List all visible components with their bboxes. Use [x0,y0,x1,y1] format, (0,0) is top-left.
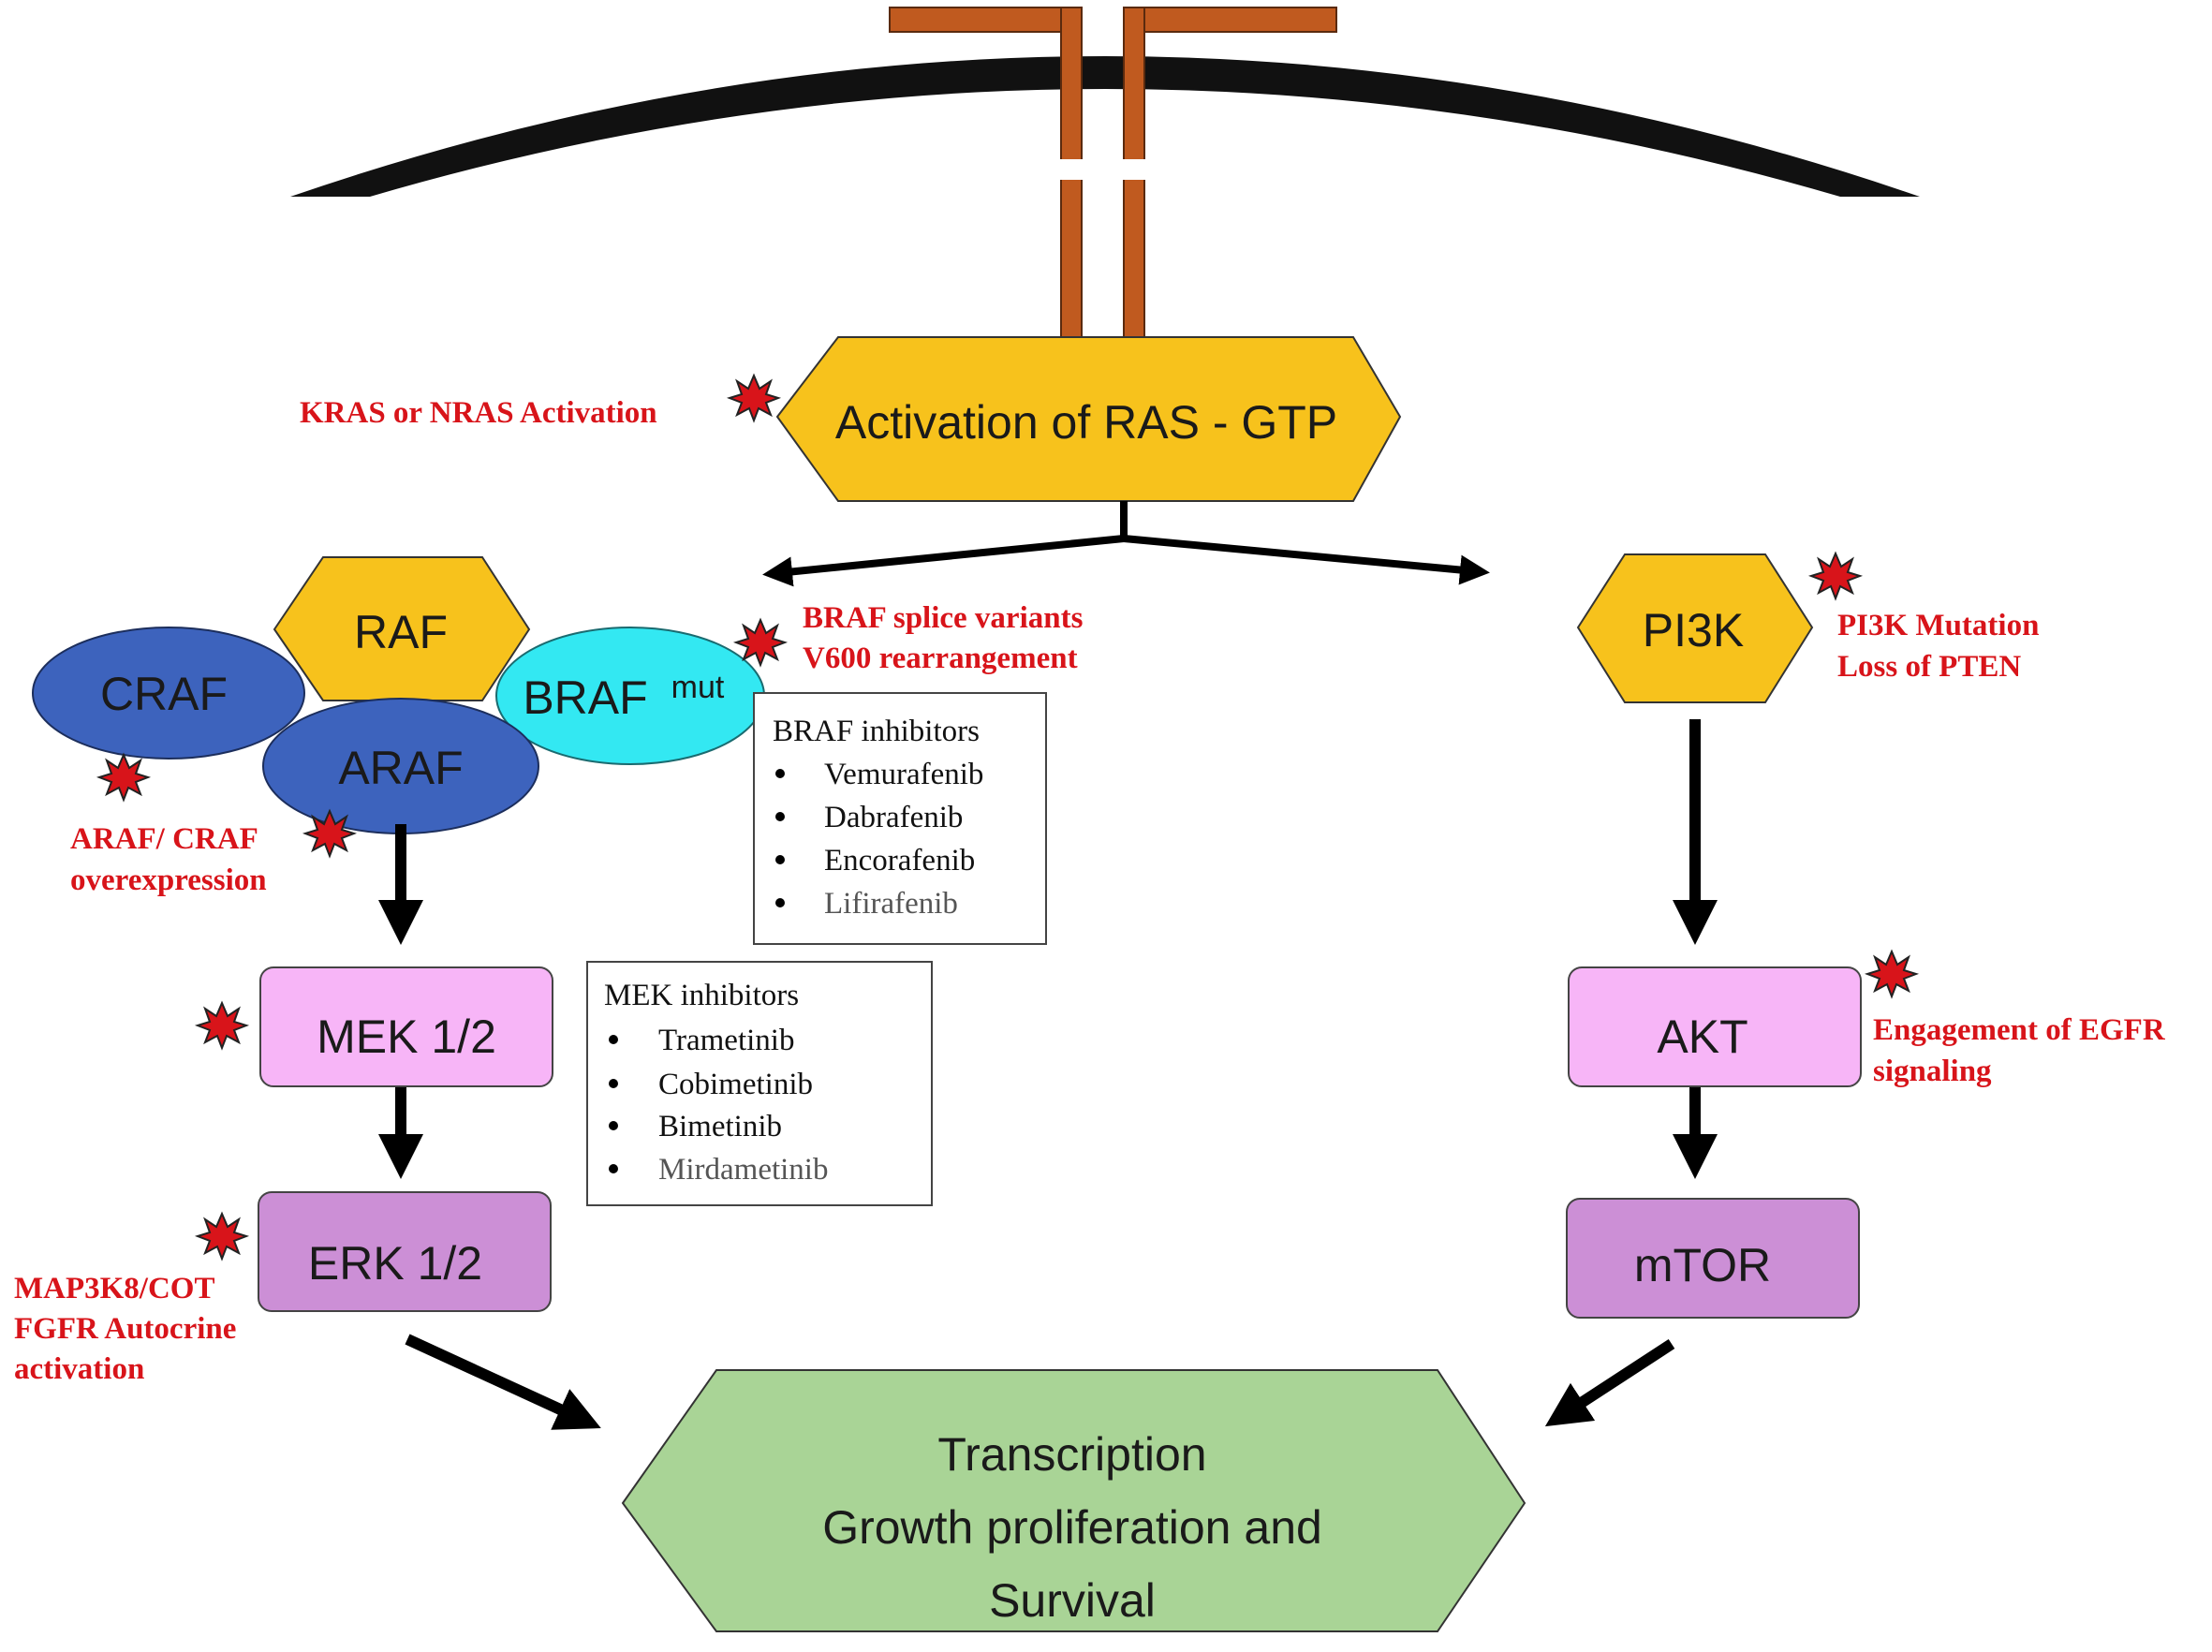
braf-inhibitors-box [753,692,1047,945]
erk-mutation-line-3: activation [14,1352,144,1386]
mutation-burst-icon [304,810,355,857]
mek-inhibitor-item: Mirdametinib [658,1153,828,1187]
arrow-erk-outcome [405,1334,601,1430]
pi3k-mutation-line-2: Loss of PTEN [1837,650,2021,684]
pi3k-mutation-line-1: PI3K Mutation [1837,609,2039,642]
braf-superscript: mut [671,670,725,705]
braf-inhibitor-item: Dabrafenib [824,801,963,834]
flow-arrows [378,719,1718,1430]
braf-mutation-line-2: V600 rearrangement [803,642,1078,675]
braf-inhibitors-list: Vemurafenib Dabrafenib Encorafenib Lifir… [775,758,983,921]
ras-gtp-label: Activation of RAS - GTP [835,396,1337,449]
mek-inhibitors-list: Trametinib Cobimetinib Bimetinib Mirdame… [609,1024,828,1187]
mek-inhibitors-title: MEK inhibitors [604,979,799,1012]
araf-label: ARAF [338,742,463,794]
mutation-burst-icon [1810,553,1861,599]
raf-label: RAF [354,606,448,658]
araf-craf-mutation-line-1: ARAF/ CRAF [70,822,258,856]
braf-label: BRAF [523,671,647,724]
pi3k-node [1576,553,1814,703]
mutation-burst-icon [197,1213,247,1260]
ras-split-connector [762,501,1490,587]
mek-inhibitor-item: Bimetinib [658,1110,782,1143]
braf-inhibitor-item: Encorafenib [824,844,975,878]
mek-inhibitor-item: Cobimetinib [658,1068,813,1101]
mek-node [259,966,553,1087]
mtor-node [1566,1198,1860,1319]
braf-inhibitor-item: Vemurafenib [824,758,983,791]
braf-inhibitor-item: Lifirafenib [824,887,958,921]
raf-node [273,556,531,701]
akt-node [1568,966,1862,1087]
craf-node [32,627,305,760]
erk-label: ERK 1/2 [308,1237,482,1290]
mek-inhibitor-item: Trametinib [658,1024,794,1057]
erk-mutation-line-2: FGFR Autocrine [14,1312,236,1346]
akt-mutation-line-2: signaling [1873,1055,1992,1088]
araf-craf-mutation-line-2: overexpression [70,863,267,897]
akt-label: AKT [1657,1010,1747,1063]
cell-membrane [290,56,1920,197]
ras-mutation-label: KRAS or NRAS Activation [300,396,657,430]
ras-gtp-node [775,336,1402,502]
mek-label: MEK 1/2 [317,1010,496,1063]
mutation-burst-icon [729,375,779,421]
mutation-burst-icon [1866,951,1917,997]
mutation-burst-icon [735,619,786,666]
outcome-line-2: Growth proliferation and [822,1501,1322,1554]
mutation-burst-icon [98,754,149,801]
outcome-line-1: Transcription [937,1428,1206,1481]
erk-node [258,1191,552,1312]
pi3k-label: PI3K [1643,604,1744,656]
mutation-burst-icon [197,1002,247,1049]
mtor-label: mTOR [1634,1239,1771,1291]
mek-inhibitors-box [586,961,933,1206]
craf-label: CRAF [100,668,228,720]
akt-mutation-line-1: Engagement of EGFR [1873,1013,2166,1047]
erk-mutation-line-1: MAP3K8/COT [14,1272,214,1305]
outcome-node [621,1369,1526,1632]
receptor [889,7,1337,338]
braf-inhibitors-title: BRAF inhibitors [773,715,980,748]
braf-mutation-line-1: BRAF splice variants [803,601,1084,635]
outcome-line-3: Survival [989,1574,1156,1627]
arrow-mtor-outcome [1544,1338,1675,1427]
